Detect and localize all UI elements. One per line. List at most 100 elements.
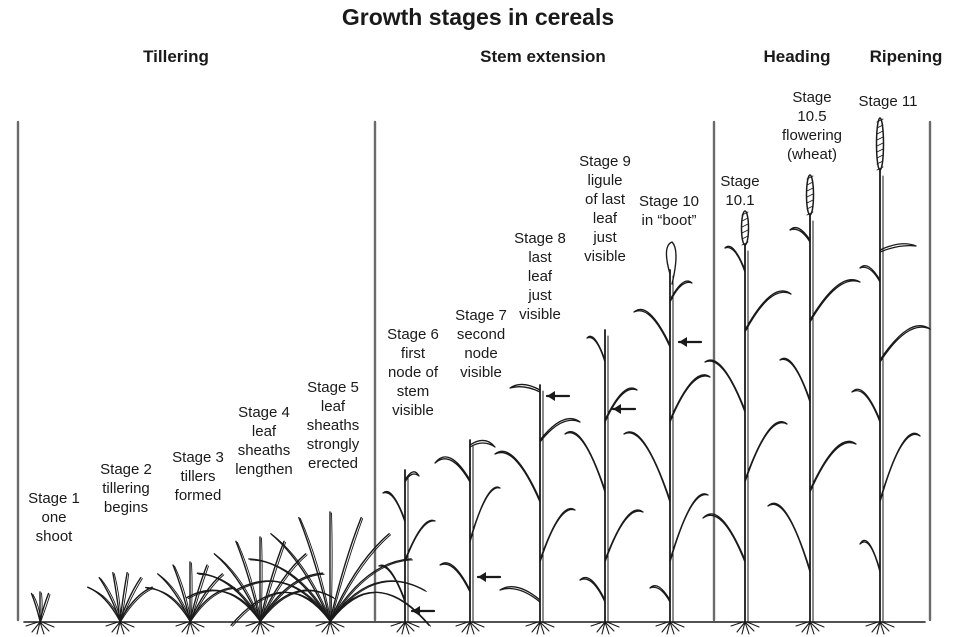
plant-stage-2-blade — [119, 576, 142, 622]
plant-stage-8-roots — [525, 621, 555, 635]
stage-8-line: just — [528, 287, 552, 304]
plant-stage-11-leaf — [851, 388, 881, 423]
plant-stage-11-leaf — [859, 539, 881, 573]
plant-stage-9-leaf — [604, 387, 638, 423]
stage-7-line: second — [456, 326, 506, 343]
stage-6-line: stem — [396, 383, 430, 400]
stage-9-line: Stage 9 — [579, 153, 631, 170]
plant-stage-3-blade — [189, 586, 235, 622]
plant-stage-3-blade — [189, 564, 208, 622]
plant-stage-10-5-leaf — [809, 279, 861, 323]
plant-stage-11-ear-grain — [876, 136, 884, 141]
stage-6-line: first — [400, 345, 426, 362]
plant-stage-8-leaf — [539, 417, 581, 443]
stage-2-line: Stage 2 — [100, 461, 152, 478]
plant-stage-11-leaf — [879, 432, 921, 503]
plant-stage-2-blade — [98, 576, 121, 622]
plant-stage-10-roots — [655, 621, 685, 635]
plant-stage-4-roots — [245, 621, 275, 635]
plant-stage-5-blade-edge — [330, 512, 333, 622]
plant-stage-6-leaf — [404, 471, 420, 483]
plant-stage-5-blade — [329, 533, 390, 622]
plant-stage-10-1-ear-grain — [741, 223, 749, 228]
stage-3-line: tillers — [180, 468, 216, 485]
stage-5-line: Stage 5 — [307, 379, 359, 396]
plant-stage-7-leaf — [439, 562, 471, 593]
plant-stage-5-blade — [298, 516, 331, 622]
plant-stage-5-blade-edge — [330, 534, 392, 622]
stage-8-line: visible — [519, 306, 561, 323]
stage-10-line: in “boot” — [641, 212, 697, 229]
plant-stage-10-leaf — [623, 431, 671, 503]
diagram-title: Growth stages in cereals — [341, 4, 615, 30]
plant-stage-3-blade-edge — [190, 588, 237, 622]
plant-stage-10-1-leaf — [704, 359, 746, 413]
plant-stage-11-leaf — [879, 243, 917, 253]
stage-10-5-line: (wheat) — [786, 146, 838, 163]
stage-9-line: visible — [584, 248, 626, 265]
phase-label-tillering: Tillering — [143, 47, 209, 66]
stage-7-line: node — [464, 345, 498, 362]
phase-label-heading: Heading — [763, 47, 831, 66]
plant-stage-8-leaf — [509, 383, 541, 393]
plant-stage-7-roots — [455, 621, 485, 635]
plant-stage-4-blade — [196, 572, 261, 622]
stage-8-line: Stage 8 — [514, 230, 566, 247]
plant-stage-1-blade — [39, 592, 50, 622]
plant-stage-11-ear-grain — [876, 160, 884, 165]
stage-5-line: leaf — [320, 398, 346, 415]
plant-stage-6-roots — [390, 621, 420, 635]
stage-9-line: leaf — [592, 210, 618, 227]
plant-stage-7-leaf — [434, 456, 471, 483]
plant-stage-10-5-leaf — [789, 226, 811, 243]
plant-stage-10-1-ear-grain — [741, 241, 749, 246]
plant-stage-4-blade — [235, 540, 261, 622]
plant-stage-11-ear-grain — [876, 142, 884, 147]
stage-10-5-line: flowering — [781, 127, 843, 144]
plant-stage-3-blade — [145, 586, 191, 622]
plant-stage-4-blade — [259, 572, 324, 622]
stage-2-line: tillering — [102, 480, 150, 497]
plant-stage-10-5-ear-grain — [806, 205, 814, 210]
plant-stage-11-leaf — [879, 325, 931, 363]
stage-label-7: Stage 7 second node visible — [455, 306, 507, 382]
plant-stage-11-ear-grain — [876, 148, 884, 153]
plant-stage-4-blade — [213, 553, 261, 622]
stage-4-line: Stage 4 — [238, 404, 290, 421]
stage-4-line: leaf — [251, 423, 277, 440]
stage-5-line: erected — [307, 455, 359, 472]
plant-stage-10-leaf — [669, 280, 693, 303]
stage-7-line: visible — [460, 364, 502, 381]
plant-stage-6-leaf — [378, 564, 406, 603]
plant-stage-11-ear-grain — [876, 154, 884, 159]
plant-stage-8-leaf — [539, 507, 576, 563]
plant-stage-10-5-ear — [805, 174, 815, 216]
stage-7-line: Stage 7 — [455, 307, 507, 324]
plant-stage-10-5-ear-grain — [806, 199, 814, 204]
stage-10-1-line: 10.1 — [725, 192, 755, 209]
plant-stage-2-roots — [105, 621, 135, 635]
plant-stage-10-1-ear-grain — [741, 229, 749, 234]
plant-stage-6-node-arrow-head — [412, 606, 420, 616]
plant-stage-5-roots — [315, 621, 345, 635]
plant-stage-10-1-leaf — [724, 245, 746, 273]
stage-8-line: leaf — [527, 268, 553, 285]
plant-stage-9-leaf — [586, 335, 606, 363]
stage-3-line: formed — [174, 487, 222, 504]
plant-stage-8-leaf — [499, 586, 541, 603]
plant-stage-9-node-arrow-head — [613, 404, 621, 414]
plant-stage-2-blade-edge — [120, 587, 155, 622]
stage-10-5-line: 10.5 — [797, 108, 827, 125]
plant-stage-3-blade — [157, 573, 191, 622]
plant-stage-10-5-roots — [795, 621, 825, 635]
stage-9-line: just — [593, 229, 617, 246]
stage-11-line: Stage 11 — [858, 93, 918, 110]
plant-stage-3-roots — [175, 621, 205, 635]
plant-stage-10-5-ear-grain — [806, 181, 814, 186]
